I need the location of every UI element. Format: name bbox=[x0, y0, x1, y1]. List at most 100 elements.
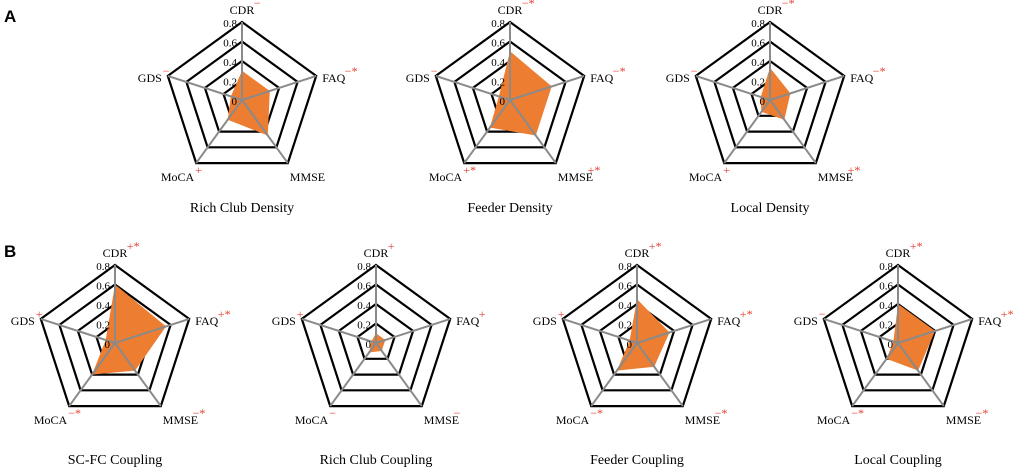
grid-ring bbox=[319, 283, 433, 392]
axis-label-cdr: CDR bbox=[498, 3, 523, 17]
chart-title: Feeder Coupling bbox=[590, 453, 684, 468]
axis-spoke-over bbox=[226, 99, 243, 121]
tick-label: 0 bbox=[627, 339, 633, 351]
significance-mark: −* bbox=[851, 406, 864, 420]
significance-mark: −* bbox=[522, 0, 535, 10]
axis-spoke-over bbox=[368, 342, 377, 354]
significance-mark: +* bbox=[588, 163, 601, 177]
data-area bbox=[92, 284, 166, 375]
tick-label: 0.4 bbox=[491, 57, 505, 69]
axis-label-moca: MoCA bbox=[34, 413, 68, 427]
radar-chart-6: 00.20.40.60.8CDR+*FAQ+*MMSE−*MoCA−*GDS+F… bbox=[533, 239, 753, 468]
axis-spoke-over bbox=[760, 99, 771, 113]
grid-ring bbox=[300, 263, 452, 408]
significance-mark: + bbox=[479, 307, 486, 321]
axis-label-gds: GDS bbox=[272, 314, 296, 328]
radar-chart-3: 00.20.40.60.8CDR−*FAQ−*MMSE+*MoCA+GDS−Lo… bbox=[666, 0, 886, 216]
axis-spoke-over bbox=[371, 340, 377, 344]
tick-label: 0.4 bbox=[357, 300, 371, 312]
significance-mark: + bbox=[195, 163, 202, 177]
tick-label: 0.4 bbox=[223, 57, 237, 69]
axis-label-faq: FAQ bbox=[456, 314, 479, 328]
chart-title: Rich Club Coupling bbox=[320, 453, 433, 468]
axis-label-faq: FAQ bbox=[195, 314, 218, 328]
tick-label: 0.8 bbox=[879, 261, 893, 273]
axis-label-faq: FAQ bbox=[978, 314, 1001, 328]
significance-mark: − bbox=[454, 406, 461, 420]
tick-label: 0.8 bbox=[223, 18, 237, 30]
grid-ring bbox=[841, 283, 955, 392]
tick-label: 0.4 bbox=[751, 57, 765, 69]
axis-label-moca: MoCA bbox=[817, 413, 851, 427]
axis-label-mmse: MMSE bbox=[558, 170, 593, 184]
axis-label-mmse: MMSE bbox=[818, 170, 853, 184]
significance-mark: − bbox=[163, 64, 170, 78]
tick-label: 0 bbox=[105, 339, 111, 351]
axis-spoke bbox=[329, 342, 377, 407]
tick-label: 0 bbox=[366, 339, 372, 351]
significance-mark: + bbox=[723, 163, 730, 177]
grid-ring bbox=[561, 263, 713, 408]
tick-label: 0.8 bbox=[618, 261, 632, 273]
significance-mark: + bbox=[297, 307, 304, 321]
axis-spoke-over bbox=[897, 329, 936, 344]
grid-ring bbox=[694, 20, 846, 165]
axis-label-mmse: MMSE bbox=[685, 413, 720, 427]
significance-mark: +* bbox=[848, 163, 861, 177]
axis-label-moca: MoCA bbox=[556, 413, 590, 427]
axis-label-gds: GDS bbox=[533, 314, 557, 328]
axis-spoke bbox=[695, 74, 771, 101]
significance-mark: −* bbox=[976, 406, 989, 420]
significance-mark: +* bbox=[910, 239, 923, 253]
axis-spoke bbox=[375, 317, 451, 344]
tick-label: 0.8 bbox=[751, 18, 765, 30]
tick-label: 0.8 bbox=[96, 261, 110, 273]
axis-spoke-over bbox=[375, 342, 383, 352]
axis-label-moca: MoCA bbox=[161, 170, 195, 184]
tick-label: 0.2 bbox=[618, 320, 632, 332]
grid-ring bbox=[598, 302, 676, 376]
tick-label: 0.2 bbox=[751, 77, 765, 89]
panel-letter-a: A bbox=[4, 7, 16, 26]
axis-label-faq: FAQ bbox=[322, 71, 345, 85]
axis-spoke bbox=[301, 317, 377, 344]
tick-label: 0.2 bbox=[96, 320, 110, 332]
significance-mark: + bbox=[558, 307, 565, 321]
significance-mark: − bbox=[329, 406, 336, 420]
axis-label-cdr: CDR bbox=[230, 3, 255, 17]
axis-label-mmse: MMSE bbox=[290, 170, 325, 184]
tick-label: 0.8 bbox=[491, 18, 505, 30]
axis-spoke-over bbox=[509, 99, 537, 137]
tick-label: 0.2 bbox=[879, 320, 893, 332]
axis-spoke-over bbox=[769, 92, 791, 101]
data-area bbox=[227, 70, 270, 136]
axis-spoke-over bbox=[893, 340, 899, 344]
axis-spoke bbox=[562, 317, 638, 344]
axis-spoke bbox=[375, 342, 423, 407]
axis-spoke-over bbox=[769, 99, 786, 121]
axis-label-faq: FAQ bbox=[850, 71, 873, 85]
axis-spoke-over bbox=[498, 95, 511, 101]
grid-ring bbox=[356, 322, 396, 360]
significance-mark: − bbox=[819, 307, 826, 321]
tick-label: 0.6 bbox=[357, 281, 371, 293]
axis-label-mmse: MMSE bbox=[424, 413, 459, 427]
axis-spoke bbox=[823, 317, 899, 344]
axis-spoke-over bbox=[509, 85, 553, 101]
tick-label: 0.6 bbox=[491, 38, 505, 50]
grid-ring bbox=[337, 302, 415, 376]
grid-ring bbox=[453, 40, 567, 149]
radar-chart-1: 00.20.40.60.8CDR−FAQ−*MMSEMoCA+GDS−Rich … bbox=[138, 0, 358, 216]
chart-title: Local Density bbox=[731, 201, 810, 216]
axis-spoke-over bbox=[105, 339, 116, 344]
data-area bbox=[760, 67, 791, 120]
significance-mark: − bbox=[691, 64, 698, 78]
axis-spoke-over bbox=[636, 342, 656, 368]
tick-label: 0 bbox=[760, 96, 766, 108]
axis-label-moca: MoCA bbox=[429, 170, 463, 184]
tick-label: 0.6 bbox=[879, 281, 893, 293]
significance-mark: −* bbox=[68, 406, 81, 420]
axis-label-mmse: MMSE bbox=[946, 413, 981, 427]
significance-mark: +* bbox=[740, 307, 753, 321]
